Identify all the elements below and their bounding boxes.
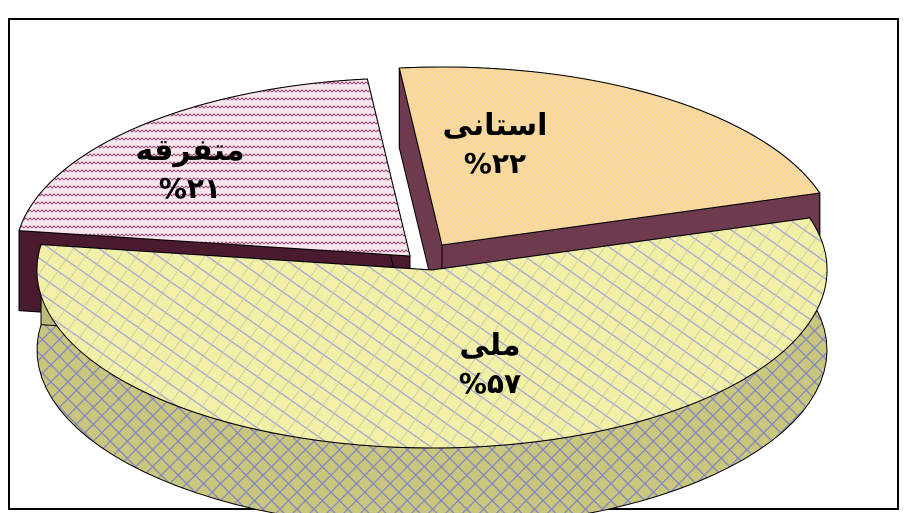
slice-percent-label-1: %۲۱	[159, 172, 221, 205]
slice-label-2: استانی	[443, 108, 548, 143]
pie-slice-top-1	[18, 78, 411, 257]
pie-slice-0	[36, 216, 828, 513]
slice-label-1: متفرقه	[136, 133, 245, 168]
labels-layer: متفرقه %۲۱ استانی %۲۲ ملی %۵۷	[136, 108, 548, 400]
slice-label-0: ملی	[459, 328, 520, 363]
slice-percent-label-0: %۵۷	[459, 367, 521, 400]
slices-layer	[18, 66, 828, 513]
pie-slice-top-0	[36, 217, 828, 449]
slice-percent-label-2: %۲۲	[464, 147, 526, 180]
pie-slice-top-2	[398, 66, 821, 246]
